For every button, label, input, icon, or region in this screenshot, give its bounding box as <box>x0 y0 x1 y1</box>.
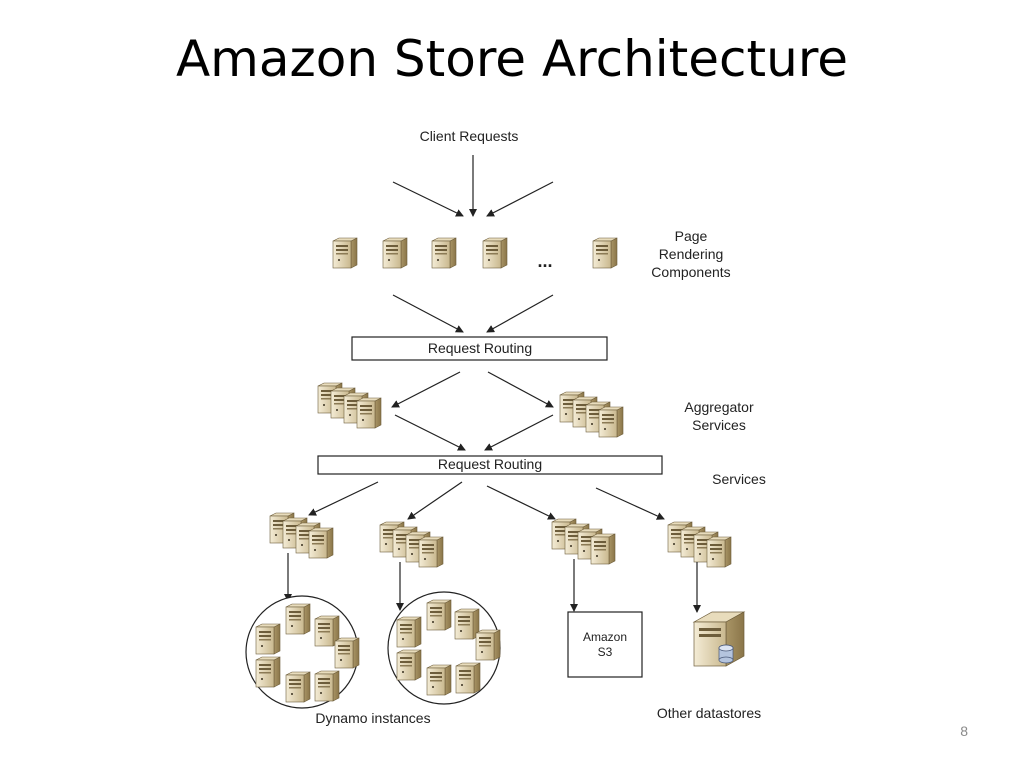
aggregator-stack-left <box>318 383 381 428</box>
amazon-s3-label-2: S3 <box>598 645 613 659</box>
routing-arrow-right <box>487 371 554 408</box>
dynamo-ring-left <box>245 595 360 709</box>
services-label: Services <box>712 471 766 487</box>
amazon-s3-label-1: Amazon <box>583 630 627 644</box>
client-requests-label: Client Requests <box>420 128 519 144</box>
render-arrow-right <box>486 294 554 333</box>
service-arrow-2 <box>407 481 463 520</box>
aggregator-label-2: Services <box>692 417 746 433</box>
service-stack-2 <box>380 522 443 567</box>
aggregator-stack-right <box>560 392 623 437</box>
slide-title: Amazon Store Architecture <box>175 30 849 88</box>
service-arrow-4 <box>595 487 665 520</box>
page-number: 8 <box>960 723 968 739</box>
service-arrow-1 <box>308 481 379 516</box>
request-routing-bottom-label: Request Routing <box>438 456 542 472</box>
service-stack-4 <box>668 522 731 567</box>
service-stack-1 <box>270 513 333 558</box>
service-stack-3 <box>552 519 615 564</box>
dynamo-instances-label: Dynamo instances <box>315 710 430 726</box>
routing-arrow-left <box>391 371 461 408</box>
request-routing-top-box <box>351 336 608 361</box>
client-arrow-right <box>486 181 554 217</box>
render-arrow-left <box>392 294 464 333</box>
client-arrow-left <box>392 181 464 217</box>
other-datastores-label: Other datastores <box>657 705 761 721</box>
aggregator-arrow-left <box>394 414 466 451</box>
page-rendering-servers <box>332 237 618 269</box>
aggregator-label-1: Aggregator <box>684 399 754 415</box>
service-arrow-3 <box>486 485 556 520</box>
page-rendering-label-2: Rendering <box>659 246 724 262</box>
page-rendering-label-1: Page <box>675 228 708 244</box>
ellipsis: ... <box>537 251 552 271</box>
datastore-server-icon <box>692 611 746 667</box>
dynamo-ring-right <box>387 591 501 705</box>
amazon-s3-box <box>567 611 643 678</box>
request-routing-top-label: Request Routing <box>428 340 532 356</box>
page-rendering-label-3: Components <box>651 264 730 280</box>
aggregator-arrow-right <box>484 414 554 451</box>
request-routing-bottom-box <box>317 455 663 475</box>
